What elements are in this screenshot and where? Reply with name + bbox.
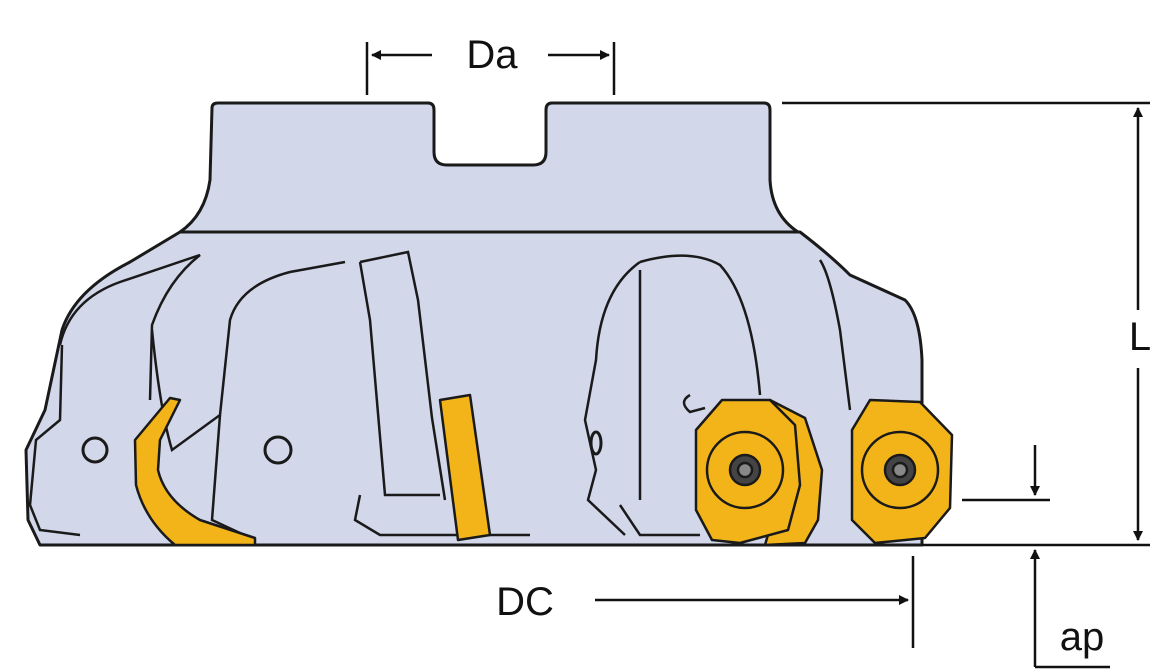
inserts: [133, 393, 954, 547]
cutter-hub: [178, 101, 800, 234]
dimension-lines: [365, 42, 1150, 669]
curved-insert: [133, 396, 257, 547]
round-octagon-insert: [850, 398, 954, 545]
flute-details: [28, 250, 852, 542]
round-octagon-insert: [694, 398, 824, 547]
label-da: Da: [466, 33, 518, 77]
mounting-holes: [81, 430, 603, 465]
label-l: L: [1129, 315, 1151, 359]
torx-screw-icon: [736, 461, 754, 479]
slanted-insert: [438, 393, 492, 542]
torx-screw-icon: [891, 461, 909, 479]
label-ap: ap: [1060, 615, 1105, 659]
hole-3: [589, 430, 603, 456]
hole-2: [263, 435, 293, 465]
label-dc: DC: [496, 580, 554, 624]
hole-1: [81, 436, 109, 464]
